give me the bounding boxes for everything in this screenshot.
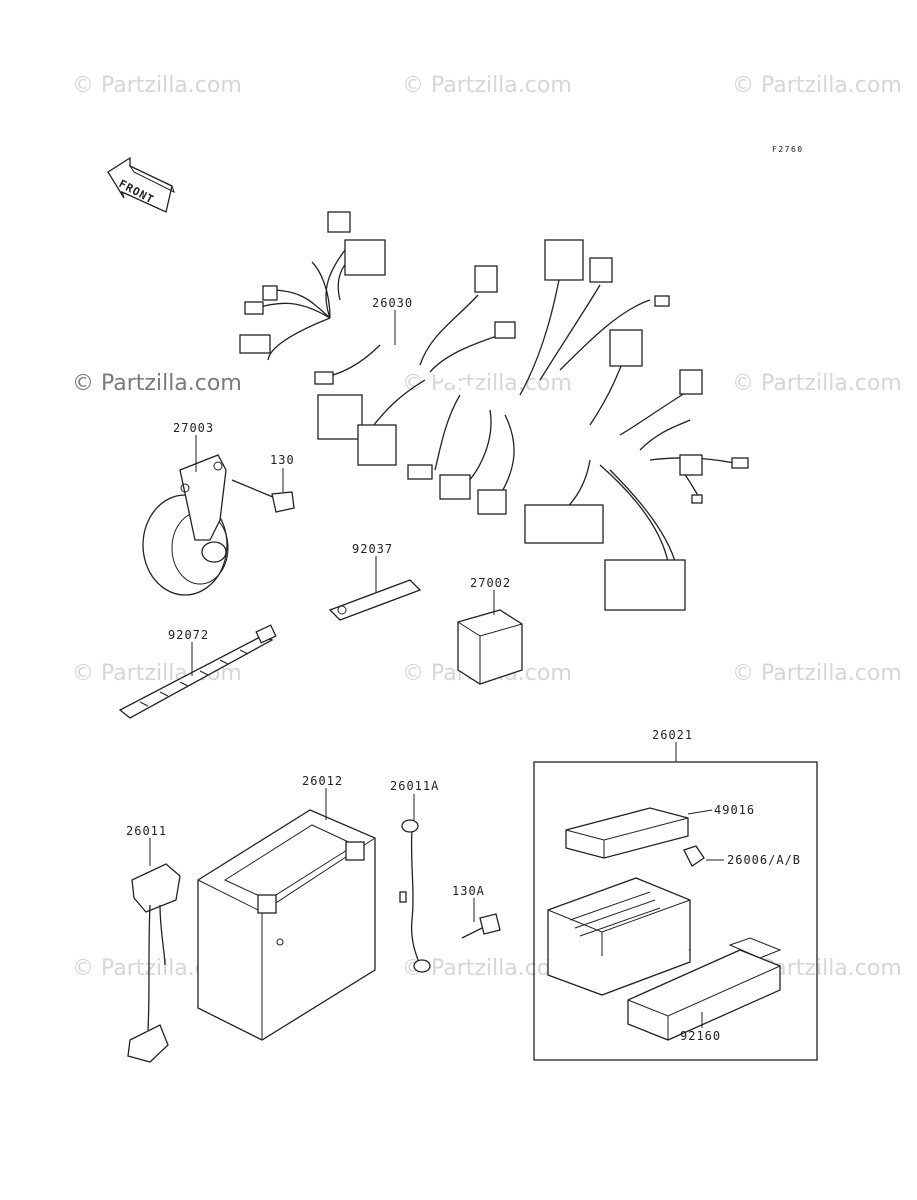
- watermark: © Partzilla.com: [72, 371, 242, 396]
- part-label-fuse-box: 26021: [652, 728, 693, 742]
- fuse-box-kit: 26021 49016 26006/A/B 92160: [533, 728, 818, 1061]
- part-label-cap: 26011: [126, 824, 167, 838]
- part-label-battery-cable: 26011A: [390, 779, 439, 793]
- part-label-bolt: 130: [270, 453, 295, 467]
- watermark: © Partzilla.com: [402, 73, 572, 98]
- horn: 27003: [142, 421, 229, 596]
- part-label-battery: 26012: [302, 774, 343, 788]
- watermark: © Partzilla.com: [732, 371, 902, 396]
- watermark: © Partzilla.com: [732, 73, 902, 98]
- front-arrow: FRONT: [107, 156, 175, 213]
- part-label-band: 92072: [168, 628, 209, 642]
- wiring-harness: 26030: [239, 211, 749, 611]
- battery: 26012: [197, 774, 376, 1041]
- figure-code: F2760: [772, 145, 804, 154]
- part-label-relay: 27002: [470, 576, 511, 590]
- part-label-bracket: 92037: [352, 542, 393, 556]
- watermark: © Partzilla.com: [402, 956, 572, 981]
- watermark: © Partzilla.com: [72, 73, 242, 98]
- watermark: © Partzilla.com: [402, 371, 572, 396]
- part-label-fuse-cover: 49016: [714, 803, 755, 817]
- part-label-harness: 26030: [372, 296, 413, 310]
- relay: 27002: [457, 576, 523, 685]
- part-label-fuse: 26006/A/B: [727, 853, 801, 867]
- watermark: © Partzilla.com: [732, 661, 902, 686]
- battery-cable: 26011A: [390, 779, 439, 973]
- part-label-bolt-a: 130A: [452, 884, 485, 898]
- part-label-horn: 27003: [173, 421, 214, 435]
- bolt: 130: [231, 453, 295, 513]
- part-label-holder: 92160: [680, 1029, 721, 1043]
- bracket: 92037: [328, 542, 422, 621]
- battery-cap: 26011: [126, 824, 181, 1063]
- bolt-a: 130A: [452, 884, 501, 939]
- band: 92072: [118, 624, 277, 719]
